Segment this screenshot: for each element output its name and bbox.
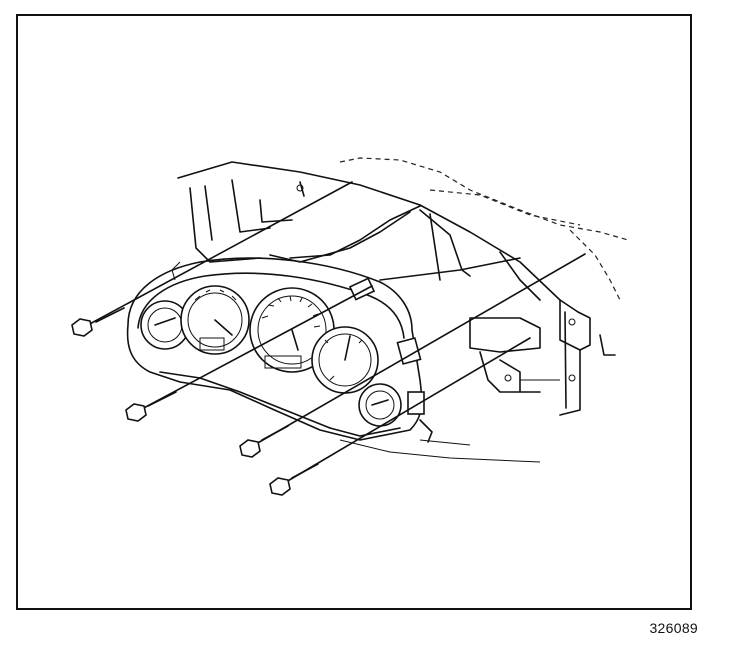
right-small-gauge [358,383,402,427]
tachometer [180,285,250,355]
figure-number: 326089 [649,620,698,636]
bolt-bottom-center [269,337,531,496]
lower-trim-lines [171,261,541,463]
cluster-carrier [177,161,616,416]
bolt-upper-left [71,181,353,337]
temperature-gauge [311,326,379,394]
bolt-middle-left [125,285,373,422]
dash-panel-outline [339,157,629,301]
bolt-lower-center [239,253,586,458]
